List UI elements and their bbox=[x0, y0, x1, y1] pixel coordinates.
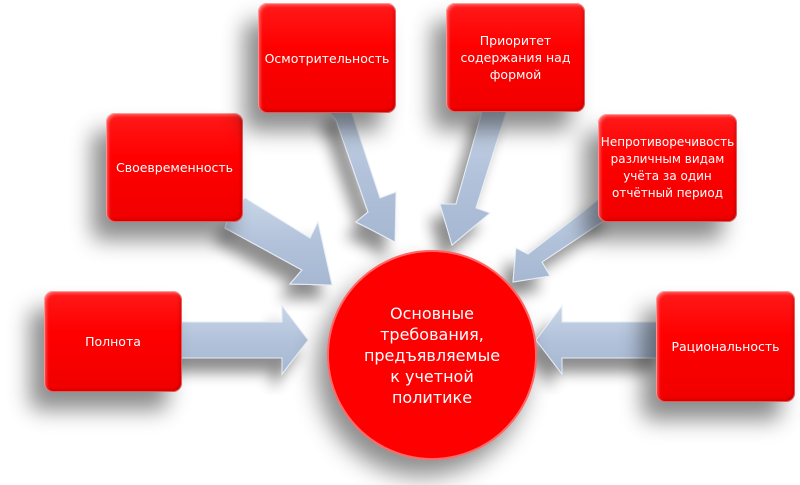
center-node: Основные требования, предъявляемые к уче… bbox=[327, 250, 537, 460]
node-racionalnost: Рациональность bbox=[656, 291, 795, 402]
node-svoevremennost-label: Своевременность bbox=[115, 160, 234, 175]
node-neprotivorechivost-line-1: Непротиворечивость bbox=[600, 135, 735, 149]
node-racionalnost-label: Рациональность bbox=[671, 339, 780, 354]
node-neprotivorechivost-line-3: учёта за один bbox=[623, 169, 712, 183]
arrow-prioritet bbox=[439, 103, 507, 246]
node-neprotivorechivost-line-2: различным видам bbox=[610, 152, 725, 166]
arrow-polnota bbox=[171, 304, 309, 376]
node-polnota: Полнота bbox=[44, 291, 182, 392]
arrow-racionalnost bbox=[535, 304, 667, 376]
node-osmotritelnost-label: Осмотрительность bbox=[264, 50, 390, 66]
node-prioritet: Приоритет содержания над формой bbox=[446, 3, 585, 112]
node-svoevremennost: Своевременность bbox=[106, 113, 243, 222]
arrow-osmotritelnost bbox=[329, 101, 397, 243]
arrow-neprotivorechivost bbox=[512, 195, 615, 283]
node-polnota-label: Полнота bbox=[85, 334, 141, 349]
node-prioritet-line-3: формой bbox=[489, 67, 542, 82]
node-prioritet-line-2: содержания над bbox=[460, 50, 571, 65]
node-prioritet-line-1: Приоритет bbox=[479, 33, 552, 48]
arrow-svoevremennost bbox=[224, 197, 333, 286]
node-neprotivorechivost-line-4: отчётный период bbox=[611, 186, 723, 200]
node-osmotritelnost: Осмотрительность bbox=[258, 3, 396, 113]
node-neprotivorechivost: Непротиворечивость различным видам учёта… bbox=[598, 114, 737, 222]
